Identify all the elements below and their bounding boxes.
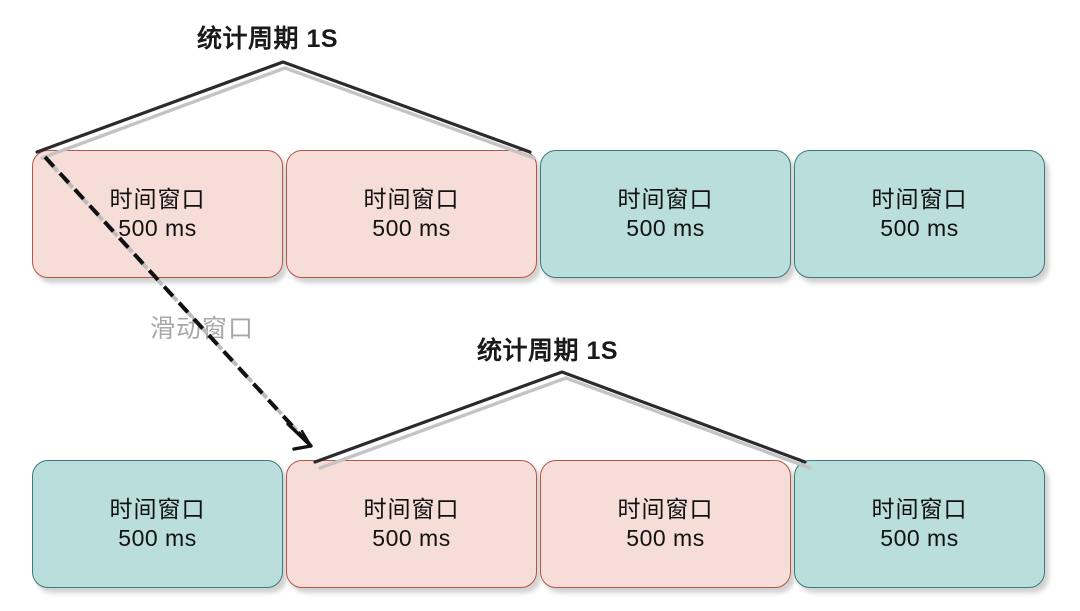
- window-duration: 500 ms: [118, 525, 197, 551]
- window-label: 时间窗口: [109, 495, 206, 522]
- top-window-row: 时间窗口 500 ms 时间窗口 500 ms 时间窗口 500 ms 时间窗口…: [32, 150, 1045, 278]
- window-label: 时间窗口: [363, 185, 460, 212]
- time-window-box: 时间窗口 500 ms: [540, 460, 791, 588]
- window-duration: 500 ms: [372, 215, 451, 241]
- window-label: 时间窗口: [871, 495, 968, 522]
- period-title-bottom: 统计周期 1S: [477, 337, 619, 365]
- sliding-arrow-head-inner-icon: [292, 429, 313, 451]
- window-duration: 500 ms: [880, 525, 959, 551]
- window-label: 时间窗口: [871, 185, 968, 212]
- sliding-arrow-head-icon: [286, 422, 313, 451]
- window-duration: 500 ms: [118, 215, 197, 241]
- sliding-window-label: 滑动窗口: [150, 315, 255, 343]
- window-label: 时间窗口: [617, 495, 714, 522]
- window-duration: 500 ms: [626, 525, 705, 551]
- window-duration: 500 ms: [626, 215, 705, 241]
- bottom-window-row: 时间窗口 500 ms 时间窗口 500 ms 时间窗口 500 ms 时间窗口…: [32, 460, 1045, 588]
- window-label: 时间窗口: [617, 185, 714, 212]
- period-title-top: 统计周期 1S: [197, 25, 339, 53]
- time-window-box: 时间窗口 500 ms: [286, 460, 537, 588]
- window-duration: 500 ms: [880, 215, 959, 241]
- time-window-box: 时间窗口 500 ms: [540, 150, 791, 278]
- time-window-box: 时间窗口 500 ms: [794, 150, 1045, 278]
- time-window-box: 时间窗口 500 ms: [286, 150, 537, 278]
- window-label: 时间窗口: [363, 495, 460, 522]
- period-bracket-top-icon: [35, 60, 532, 154]
- period-bracket-bottom-icon: [313, 370, 807, 464]
- period-bracket-bottom-shadow: [318, 376, 812, 470]
- time-window-box: 时间窗口 500 ms: [32, 460, 283, 588]
- time-window-box: 时间窗口 500 ms: [32, 150, 283, 278]
- window-label: 时间窗口: [109, 185, 206, 212]
- period-bracket-top-shadow: [40, 66, 536, 160]
- time-window-box: 时间窗口 500 ms: [794, 460, 1045, 588]
- window-duration: 500 ms: [372, 525, 451, 551]
